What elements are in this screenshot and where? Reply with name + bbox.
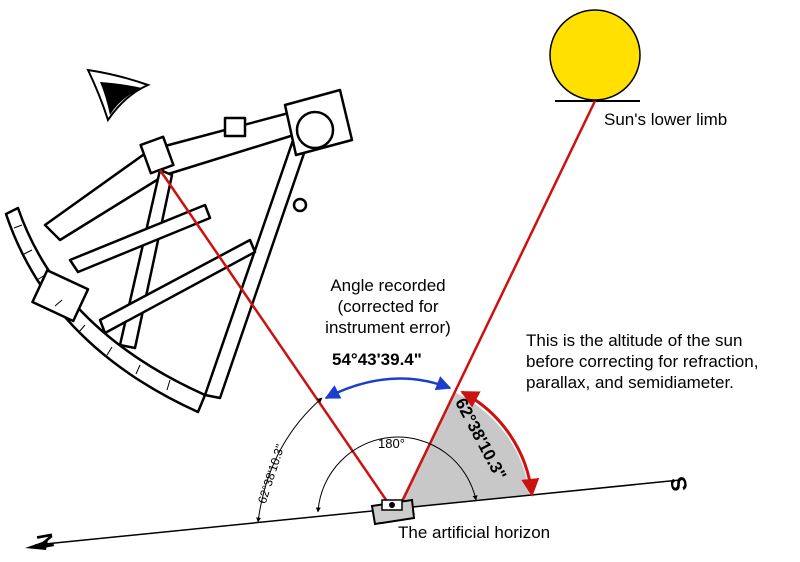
sextant [4, 88, 354, 414]
altitude-arc [460, 390, 540, 497]
horizon-line [34, 479, 681, 546]
small-angle-arc [256, 397, 323, 523]
angle-recorded-arc [324, 376, 452, 400]
sun-lower-limb-label: Sun's lower limb [604, 110, 728, 129]
sight-line-sun [396, 100, 597, 511]
artificial-horizon-device [370, 498, 416, 526]
artificial-horizon-label: The artificial horizon [398, 523, 551, 542]
angle-recorded-label: Angle recorded (corrected for instrument… [325, 276, 451, 337]
angle-recorded-value: 54°43'39.4" [332, 350, 422, 369]
sextant-scale [13, 224, 171, 391]
sight-line-sextant [158, 169, 395, 511]
altitude-note-label: This is the altitude of the sun before c… [526, 331, 759, 392]
sun [549, 9, 641, 101]
north-arrow [25, 540, 48, 550]
eye-icon [86, 68, 151, 123]
angle-180-arc [315, 436, 478, 513]
angle-180-label: 180° [378, 436, 405, 451]
